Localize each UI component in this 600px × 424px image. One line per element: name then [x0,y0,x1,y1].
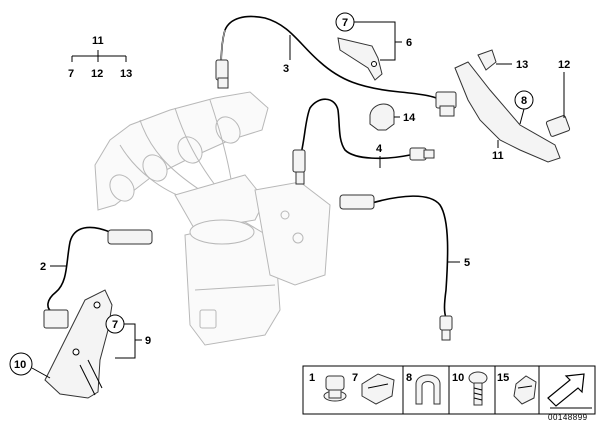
parts-legend: 1 7 8 10 [302,365,596,415]
exhaust-manifold [94,91,331,346]
legend-item-8: 8 [406,372,441,405]
callout-9: 9 [145,335,151,347]
callout-11-right: 11 [492,140,504,162]
svg-text:5: 5 [464,257,470,269]
diagram-id: 00148899 [548,413,588,422]
callout-group-top-left: 7 12 13 [68,50,132,80]
callout-3: 3 [283,35,291,75]
svg-text:7: 7 [352,372,358,384]
callout-7-lower: 7 [105,314,142,359]
clip-icon [361,373,395,405]
svg-text:12: 12 [558,59,570,71]
bracket-9[interactable] [44,289,113,399]
callout-2: 2 [40,261,66,273]
svg-text:1: 1 [309,372,315,384]
svg-text:10: 10 [452,372,464,384]
callout-11-top: 11 [92,35,104,47]
legend-item-1: 1 [309,372,347,402]
callout-14: 14 [394,112,416,124]
callout-10: 10 [9,352,51,379]
callout-7-bracket: 7 [335,12,402,61]
oxygen-sensor-3[interactable] [215,15,457,117]
svg-text:7: 7 [112,319,118,331]
svg-text:10: 10 [14,359,26,371]
svg-text:12: 12 [91,68,103,80]
bolt-icon [468,371,488,406]
bracket-clip-icon [415,374,441,405]
svg-text:2: 2 [40,261,46,273]
svg-text:14: 14 [403,112,416,124]
legend-item-10: 10 [452,371,488,406]
svg-text:7: 7 [342,17,348,29]
callout-12-right: 12 [558,59,570,118]
callout-5: 5 [448,257,470,269]
legend-item-7: 7 [352,372,395,405]
callout-4: 4 [376,143,383,168]
heat-shield-11[interactable] [454,49,571,163]
svg-text:7: 7 [68,68,74,80]
callout-6: 6 [406,37,412,49]
oxygen-sensor-4[interactable] [292,98,435,185]
svg-text:8: 8 [521,95,527,107]
bracket-6[interactable] [337,37,383,81]
svg-text:8: 8 [406,372,412,384]
cable-clip-icon [513,375,537,405]
svg-text:11: 11 [92,35,104,47]
legend-item-arrow [547,373,592,409]
svg-text:11: 11 [492,150,504,162]
callout-13-right: 13 [496,59,528,71]
svg-text:4: 4 [376,143,383,155]
callout-8: 8 [514,90,534,125]
plug-icon [323,375,347,402]
cable-clip-14[interactable] [369,103,395,131]
svg-text:13: 13 [516,59,528,71]
svg-text:15: 15 [497,372,509,384]
arrow-pointer-icon [547,373,592,409]
oxygen-sensor-2[interactable] [43,226,153,329]
svg-text:3: 3 [283,63,289,75]
legend-item-15: 15 [497,372,537,405]
oxygen-sensor-5[interactable] [339,194,453,341]
svg-text:13: 13 [120,68,132,80]
